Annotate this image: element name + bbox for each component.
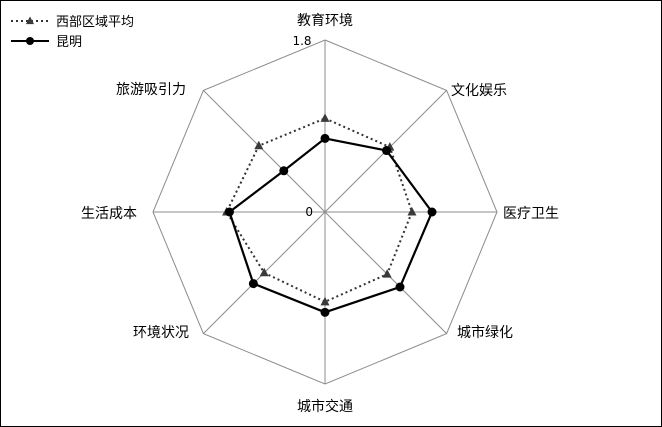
series-1-point-5: [320, 296, 330, 306]
series-1-point-3: [407, 207, 417, 216]
series-1-point-6: [259, 267, 269, 277]
axis-label-2: 文化娱乐: [451, 83, 507, 99]
series-2-point-8: [279, 166, 289, 176]
legend-label-2: 昆明: [56, 35, 82, 50]
legend-label-1: 西部区域平均: [56, 15, 134, 30]
series-1-point-4: [382, 269, 392, 278]
axis-label-1: 教育环境: [297, 13, 353, 29]
tick-label-min: 0: [305, 205, 313, 219]
axis-label-6: 环境状况: [133, 325, 189, 341]
series-line-1: [225, 117, 414, 303]
series-2-point-1: [320, 133, 330, 143]
series-2-point-2: [381, 146, 391, 156]
axis-label-8: 旅游吸引力: [116, 82, 186, 98]
axis-label-7: 生活成本: [81, 206, 137, 222]
series-2-point-3: [427, 207, 437, 217]
legend-marker-1: [25, 16, 35, 25]
series-2-point-5: [320, 307, 330, 317]
series-1-point-8: [254, 140, 264, 150]
series-1-point-1: [320, 113, 330, 122]
tick-label-max: 1.8: [292, 34, 311, 48]
series-2-point-7: [224, 207, 234, 217]
axis-label-4: 城市绿化: [457, 324, 513, 341]
radar-spoke: [203, 90, 326, 213]
axis-label-5: 城市交通: [297, 398, 353, 415]
series-2-point-6: [248, 279, 258, 289]
axis-label-3: 医疗卫生: [503, 206, 559, 222]
legend-marker-2: [26, 37, 34, 45]
series-2-point-4: [395, 282, 405, 292]
